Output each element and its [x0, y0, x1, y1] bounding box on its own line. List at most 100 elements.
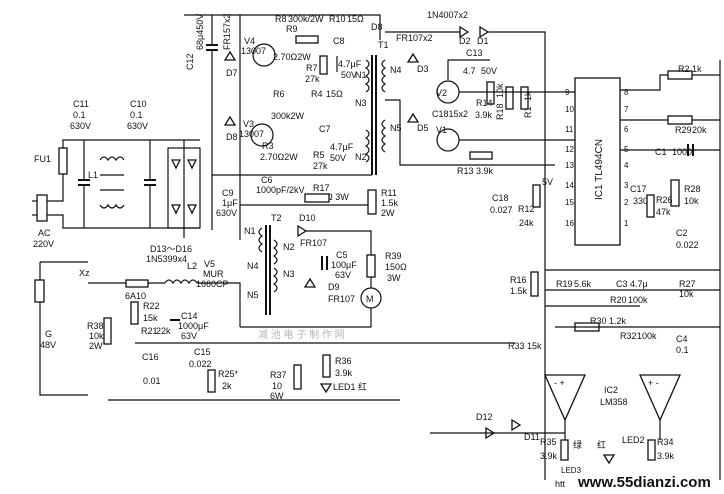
r30-label: R30 [590, 316, 607, 326]
r14-value: 3.9k [475, 110, 493, 120]
g-voltage: 48V [40, 340, 56, 350]
r2-label: R2 [678, 64, 690, 74]
t1-n2-label: N2 [355, 152, 367, 162]
fr107a-label: FR107 [300, 238, 327, 248]
battery-g-icon [34, 279, 45, 303]
r10-label: R10 [329, 14, 346, 24]
ac-label: AC [38, 228, 51, 238]
r3-label: R3 [262, 141, 274, 151]
r37-value: 10 [272, 381, 282, 391]
c7-label: C7 [319, 124, 331, 134]
r5-label: R5 [313, 150, 325, 160]
r13-label: R13 [457, 166, 474, 176]
r38-label: R38 [87, 321, 104, 331]
bridge-rectifier [167, 140, 201, 238]
r2-value: 1k [692, 64, 702, 74]
r8-value: 300k/2W [288, 14, 324, 24]
r18-value: 10k [495, 83, 505, 98]
r5-value: 27k [313, 161, 328, 171]
r11-label: R11 [381, 188, 397, 198]
t2-n2-label: N2 [283, 242, 295, 252]
fr107b-label: FR107 [328, 294, 355, 304]
c16-label: C16 [142, 352, 159, 362]
site-url: www.55dianzi.com [577, 474, 711, 491]
c6-value: 1000pF/2kV [256, 185, 305, 195]
url-prefix: htt [555, 479, 566, 489]
led3-color: 绿 [573, 439, 582, 450]
ic1-pin-16: 16 [565, 219, 574, 228]
input-section: AC 220V FU1 C11 0.1 630V L1 C10 0.1 630V [32, 14, 218, 264]
ic1-pin-14: 14 [565, 181, 574, 190]
r36-label: R36 [335, 356, 352, 366]
opamp-b-icon [638, 374, 682, 422]
d12-label: D12 [476, 412, 493, 422]
ic1-pin-15: 15 [565, 198, 574, 207]
transistor-v4-icon [252, 43, 276, 67]
ic1-pin-12: 12 [565, 145, 574, 154]
r20-value: 100k [628, 295, 648, 305]
d2-label: D2 [459, 36, 471, 46]
svg-text:- +: - + [554, 378, 565, 388]
half-bridge-section: D7 D8 FR157x2 R8 300k/2W R10 15Ω D8 V4 1… [184, 13, 402, 240]
r6-value: 300k2W [271, 111, 305, 121]
ic1-pin-2: 2 [624, 198, 629, 207]
c18-label: C18 [492, 193, 509, 203]
led1-label: LED1 红 [333, 381, 367, 392]
1n4007-label: 1N4007x2 [427, 10, 468, 20]
r27-value: 10k [679, 289, 694, 299]
r39-label: R39 [385, 251, 402, 261]
r7-value: 27k [305, 74, 320, 84]
driver-section: FR107x2 D3 D5 V2 V1 C1815x2 1N4007x2 D2 … [385, 10, 575, 480]
c9-label: C9 [222, 188, 234, 198]
c8-label: C8 [333, 36, 345, 46]
ic1-pin-3: 3 [624, 181, 629, 190]
c11-label: C11 [73, 99, 89, 109]
c8-value: 4.7μF [338, 59, 362, 69]
c16-value: 0.01 [143, 376, 161, 386]
ic2-label: IC2 [604, 385, 618, 395]
c2-value: 0.022 [676, 240, 699, 250]
t1-n3-label: N3 [355, 98, 367, 108]
v3-label: V3 [243, 119, 254, 129]
c2-label: C2 [676, 228, 688, 238]
r9-label: R9 [286, 24, 298, 34]
ic1-pin-10: 10 [565, 105, 574, 114]
c14-value: 1000μF [178, 321, 209, 331]
r4-label: R4 [311, 89, 323, 99]
r18-label: R18 [495, 103, 505, 120]
r38-rating: 2W [89, 341, 103, 351]
r37-label: R37 [270, 370, 287, 380]
r12-value: 24k [519, 218, 534, 228]
r28-value: 10k [684, 196, 699, 206]
d3-label: D3 [417, 64, 429, 74]
ic2-type: LM358 [600, 397, 628, 407]
c1-label: C1 [655, 147, 667, 157]
c12-label: C12 [185, 53, 195, 70]
c9-value: 1μF [222, 198, 238, 208]
ic1-pin-11: 11 [565, 125, 574, 134]
r17-label: R17 [313, 183, 330, 193]
t1-label: T1 [378, 40, 389, 50]
r10-value: 15Ω [347, 14, 364, 24]
r33-value: 15k [527, 341, 542, 351]
r35-value: 3.9k [540, 451, 558, 461]
l1-label: L1 [88, 170, 98, 180]
fuse-fu1 [58, 147, 68, 175]
c3-value: 4.7μ [630, 279, 648, 289]
ic1-pin-4: 4 [624, 161, 629, 170]
motor-label: M [366, 294, 374, 304]
c14-rating: 63V [181, 331, 197, 341]
r34-label: R34 [657, 437, 674, 447]
d8-upper-label: D8 [371, 22, 383, 32]
c14-label: C14 [181, 311, 198, 321]
ic1-pin-1: 1 [624, 219, 629, 228]
ic1-pin-6: 6 [624, 125, 629, 134]
c12-value: 68μ450V [195, 14, 205, 50]
c10-label: C10 [130, 99, 147, 109]
opamp-a-icon [543, 374, 587, 422]
c4-label: C4 [676, 334, 688, 344]
t2-label: T2 [271, 213, 282, 223]
g-label: G [45, 329, 52, 339]
